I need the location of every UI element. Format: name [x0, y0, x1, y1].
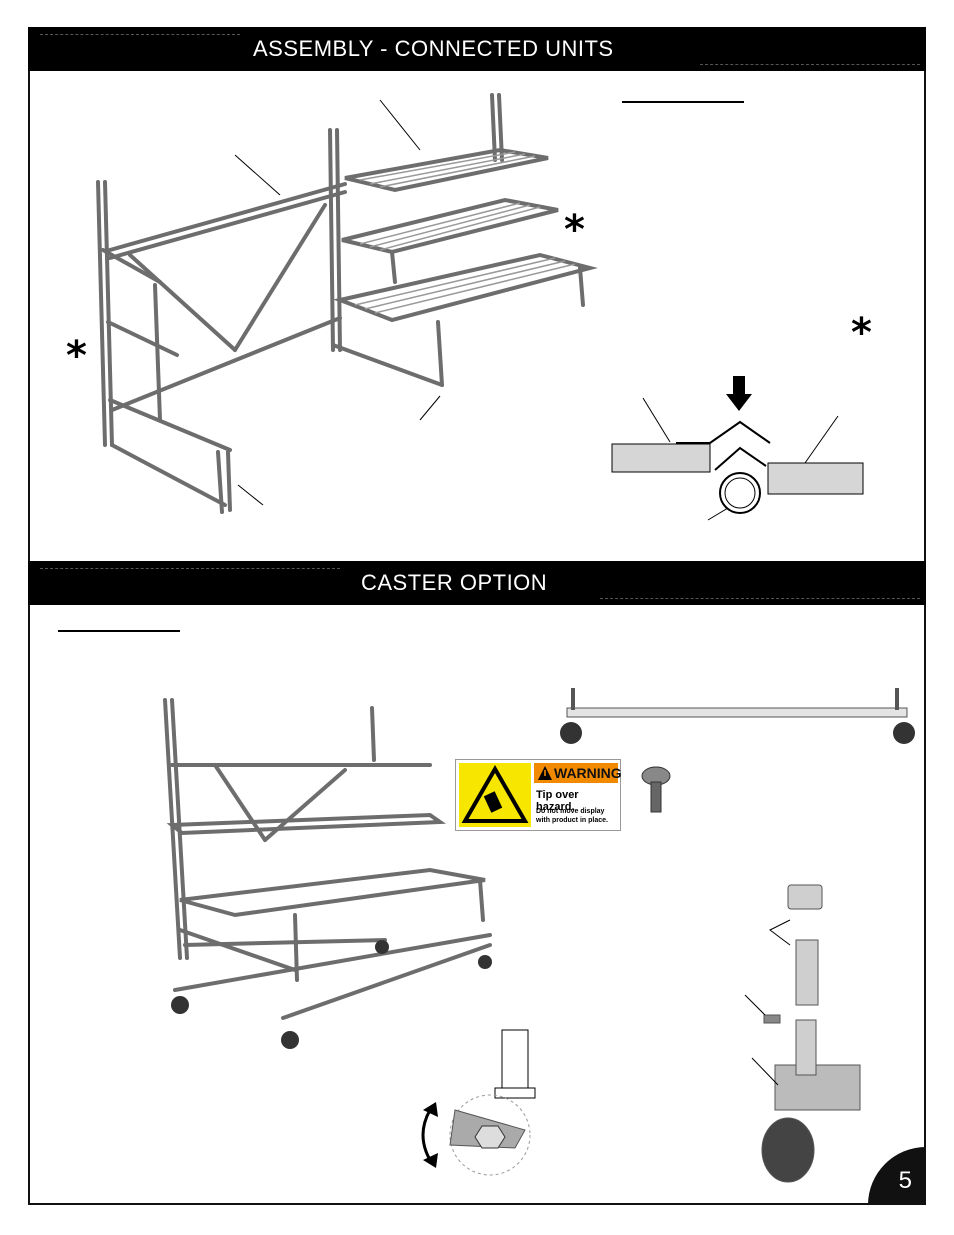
caster-unit-drawing — [163, 698, 492, 1020]
caster-title: CASTER OPTION — [361, 570, 548, 595]
connected-units-drawing — [96, 93, 598, 514]
tip-over-pictogram — [459, 763, 531, 827]
asterisk-marker: * — [66, 333, 87, 379]
arrow-down-icon — [726, 376, 752, 411]
leader-lines — [234, 99, 441, 506]
assembly-title: ASSEMBLY - CONNECTED UNITS — [253, 36, 614, 61]
header-dash — [40, 34, 240, 35]
header-dash — [40, 568, 340, 569]
carriage-bolt-icon — [641, 766, 671, 813]
asterisk-marker: * — [851, 310, 872, 356]
base-rail-drawing — [560, 688, 915, 744]
warning-triangle-icon — [461, 764, 529, 823]
warning-header-text: WARNING — [554, 765, 622, 781]
step-underline — [58, 630, 180, 632]
header-dash — [600, 598, 920, 599]
step-underline — [622, 101, 744, 103]
warning-triangle-icon — [538, 766, 552, 780]
warning-label: WARNING Tip over hazard. Do not move dis… — [455, 759, 622, 831]
caster-wheels — [171, 940, 492, 1049]
leader-lines — [744, 919, 791, 1086]
header-dash — [700, 64, 920, 65]
caster-lock-detail — [449, 1029, 536, 1176]
caster-exploded-detail — [761, 884, 861, 1183]
rotate-arrows-icon — [421, 1102, 438, 1168]
connector-detail — [611, 376, 864, 521]
page-number: 5 — [898, 1167, 912, 1194]
shelf-slats — [354, 151, 576, 314]
section-header-caster: CASTER OPTION — [28, 561, 926, 605]
warning-hazard-text: Tip over hazard. — [536, 789, 579, 813]
warning-header: WARNING — [534, 763, 622, 783]
asterisk-marker: * — [564, 207, 585, 253]
warning-instruction-text: Do not move display with product in plac… — [536, 808, 608, 824]
section-header-assembly: ASSEMBLY - CONNECTED UNITS — [28, 27, 926, 71]
